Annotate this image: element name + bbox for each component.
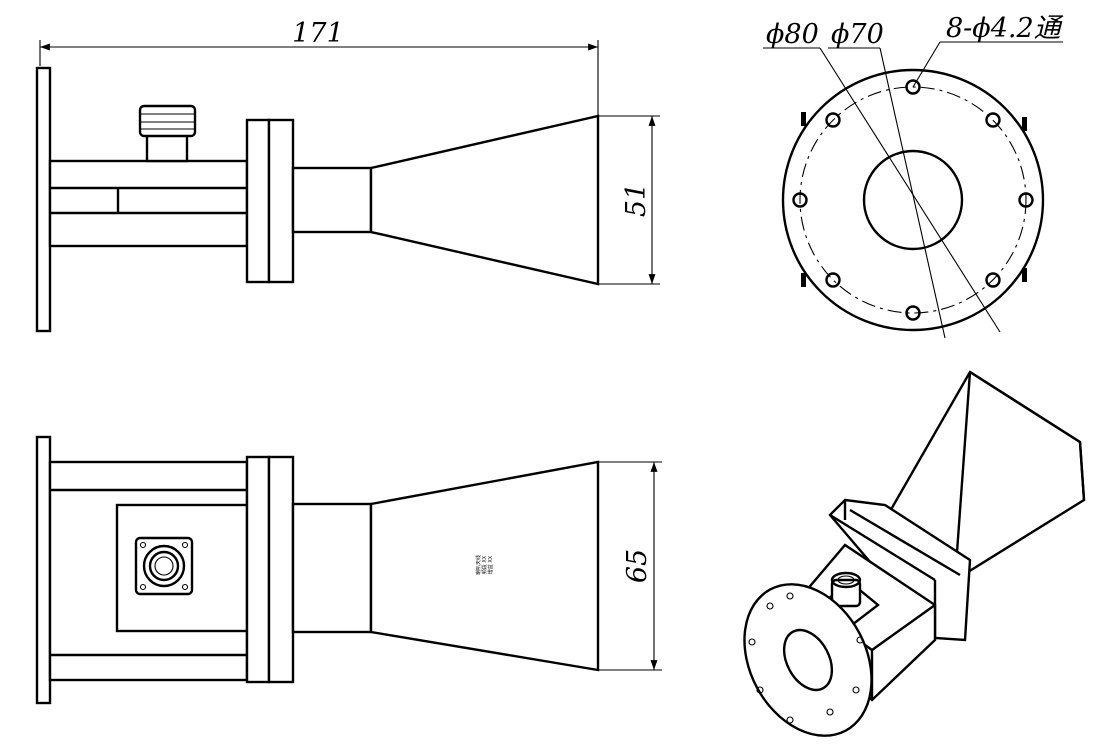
- holes-callout-text: 8-ϕ4.2通: [946, 13, 1064, 44]
- svg-text:频段 XX: 频段 XX: [481, 555, 488, 574]
- dimension-65-text: 65: [622, 549, 653, 583]
- coax-connector-side: [138, 104, 197, 163]
- horn-neck-top: [291, 502, 373, 634]
- svg-text:喇叭天线: 喇叭天线: [475, 555, 482, 575]
- dimension-65: 65: [598, 461, 662, 671]
- dimension-171: 171: [39, 18, 599, 116]
- flange-side: [245, 118, 271, 284]
- mounting-plate-top: [35, 435, 52, 705]
- flange-top: [245, 455, 271, 684]
- horn-neck-side: [291, 166, 373, 234]
- mounting-plate: [35, 66, 52, 333]
- mounting-holes: [792, 79, 1034, 321]
- dimension-51: 51: [598, 115, 660, 285]
- top-view: 喇叭天线 频段 XX 增益 XX 65: [35, 435, 662, 705]
- aperture-circle: [862, 149, 964, 251]
- dimension-171-text: 171: [292, 18, 344, 49]
- side-view: 171 51: [35, 18, 660, 333]
- coax-connector-top: [134, 536, 194, 596]
- isometric-view: [743, 370, 1086, 737]
- end-view: ϕ80 ϕ70 8-ϕ4.2通: [763, 13, 1064, 339]
- dimension-51-text: 51: [621, 183, 652, 217]
- dimension-phi80-text: ϕ80: [766, 19, 819, 50]
- iso-mounting-plate: [743, 583, 873, 737]
- waveguide-body: [48, 159, 249, 248]
- horn-side: [369, 114, 600, 286]
- flange-outer-circle: [781, 68, 1045, 332]
- dimension-phi70-text: ϕ70: [831, 19, 884, 50]
- svg-text:增益 XX: 增益 XX: [487, 555, 494, 574]
- bolt-circle: [799, 86, 1027, 314]
- engraving-label: 喇叭天线 频段 XX 增益 XX: [475, 555, 494, 575]
